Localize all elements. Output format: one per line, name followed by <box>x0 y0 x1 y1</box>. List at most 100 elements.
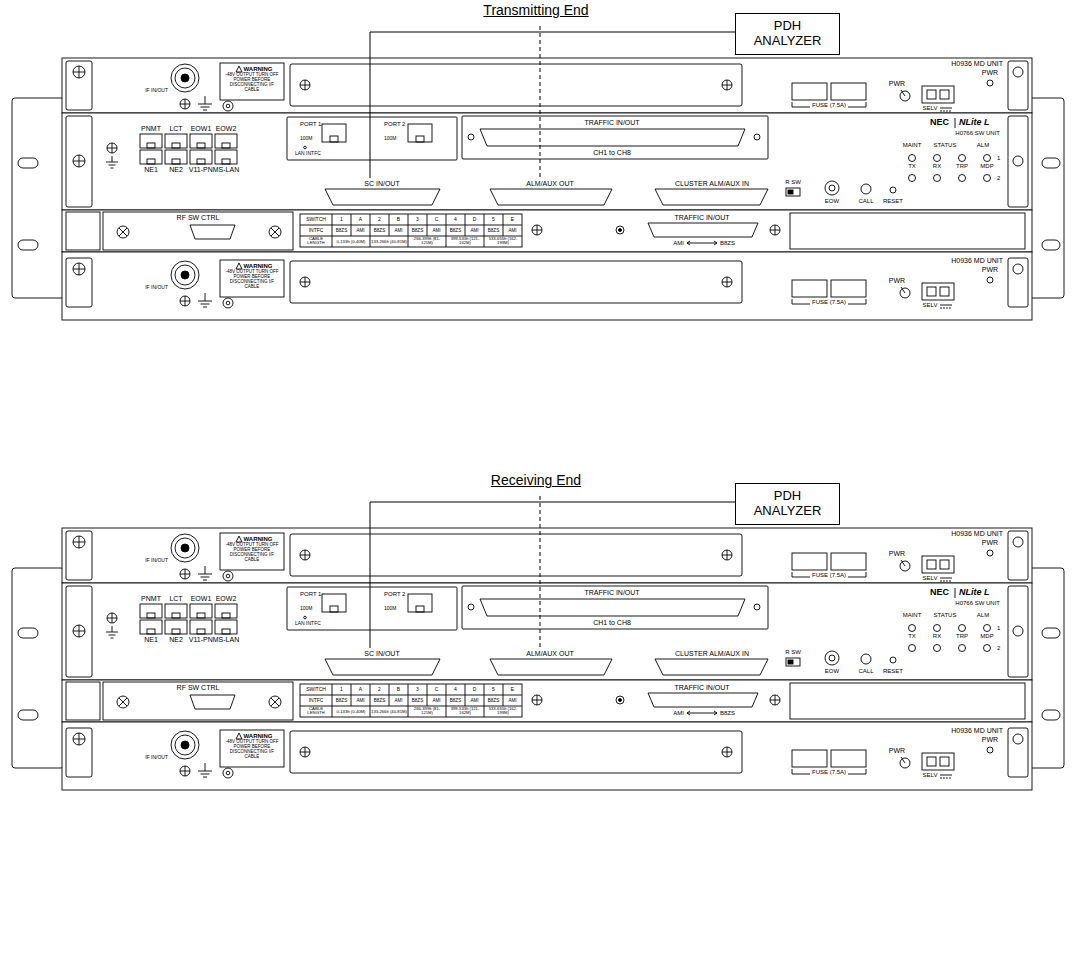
panel-label: 133-266ft (40-81M) <box>371 709 407 714</box>
panel-label: 399-533ft (121-162M) <box>447 707 483 716</box>
panel-label: V11-PNMS-LAN <box>189 166 239 174</box>
panel-label: TRP <box>956 163 968 170</box>
section-heading: Transmitting End <box>483 3 588 18</box>
panel-label: NEC <box>930 588 949 598</box>
panel-label: B8ZS <box>336 698 348 703</box>
panel-label: RX <box>933 633 941 640</box>
panel-label: -48V OUTPUT TURN OFF POWER BEFORE DISCON… <box>223 740 281 760</box>
panel-label: CH1 to CH8 <box>593 619 631 627</box>
panel-label: NLite L <box>959 118 990 128</box>
panel-label: SC IN/OUT <box>364 180 399 188</box>
panel-label: B <box>397 687 400 693</box>
panel-label: B8ZS <box>374 228 386 233</box>
panel-label: H0936 MD UNIT <box>951 727 1003 735</box>
panel-label: RESET <box>883 668 903 675</box>
panel-label: B <box>397 217 400 223</box>
panel-label: PWR <box>889 277 905 285</box>
panel-label: IF IN/OUT <box>145 755 168 761</box>
panel-label: V11-PNMS-LAN <box>189 636 239 644</box>
panel-label: B8ZS <box>412 698 424 703</box>
panel-label: AMI <box>356 698 364 703</box>
analyzer-box: PDH ANALYZER <box>735 483 840 525</box>
panel-label: D <box>473 687 477 693</box>
panel-label: AMI <box>356 228 364 233</box>
panel-label: -48V OUTPUT TURN OFF POWER BEFORE DISCON… <box>223 543 281 563</box>
panel-label: -48V OUTPUT TURN OFF POWER BEFORE DISCON… <box>223 270 281 290</box>
panel-label: 3 <box>416 217 419 223</box>
panel-label: MDP <box>980 163 993 170</box>
panel-label: H0766 SW UNIT <box>955 130 1000 137</box>
receiving-rack <box>12 528 1064 790</box>
panel-label: PWR <box>889 747 905 755</box>
panel-label: STATUS <box>934 612 957 619</box>
panel-label: WARNING <box>244 536 273 543</box>
panel-label: WARNING <box>244 733 273 740</box>
panel-label: 533-655ft (162-199M) <box>485 237 521 246</box>
panel-label: 3 <box>416 687 419 693</box>
panel-label: B8ZS <box>720 240 735 247</box>
panel-label: EOW2 <box>216 125 237 133</box>
panel-label: EOW <box>825 668 839 675</box>
panel-label: 399-533ft (121-162M) <box>447 237 483 246</box>
panel-label: NE2 <box>169 636 183 644</box>
panel-label: AMI <box>470 228 478 233</box>
panel-label: FUSE (7.5A) <box>812 572 846 579</box>
panel-label: SELV <box>923 105 938 112</box>
panel-label: TRP <box>956 633 968 640</box>
panel-label: B8ZS <box>412 228 424 233</box>
panel-label: 100M <box>384 136 397 142</box>
panel-label: IF IN/OUT <box>145 88 168 94</box>
panel-label: RF SW CTRL <box>177 684 220 692</box>
panel-label: 2 <box>997 175 1000 182</box>
panel-label: CALL <box>858 668 873 675</box>
panel-label: WARNING <box>244 263 273 270</box>
panel-label: PORT 1 <box>300 121 321 128</box>
panel-label: CLUSTER ALM/AUX IN <box>675 650 749 658</box>
panel-label: H0936 MD UNIT <box>951 60 1003 68</box>
panel-label: 2 <box>378 687 381 693</box>
panel-label: 0-133ft (0-40M) <box>333 239 369 244</box>
panel-label: IF IN/OUT <box>145 558 168 564</box>
panel-label: H0936 MD UNIT <box>951 530 1003 538</box>
panel-label: PORT 1 <box>300 591 321 598</box>
panel-label: 4 <box>454 217 457 223</box>
panel-label: 1 <box>997 625 1000 632</box>
panel-label: NEC <box>930 118 949 128</box>
panel-label: 0-133ft (0-40M) <box>333 709 369 714</box>
leader-line <box>370 32 735 178</box>
panel-label: CALL <box>858 198 873 205</box>
panel-label: AMI <box>673 240 684 247</box>
panel-label: 5 <box>492 217 495 223</box>
panel-label: CABLE LENGTH <box>301 237 331 246</box>
panel-label: E <box>511 687 514 693</box>
panel-label: SWITCH <box>306 217 326 223</box>
analyzer-box: PDH ANALYZER <box>735 13 840 55</box>
panel-label: CABLE LENGTH <box>301 707 331 716</box>
panel-label: 2 <box>378 217 381 223</box>
panel-label: LAN INTFC <box>295 621 321 627</box>
panel-label: RX <box>933 163 941 170</box>
panel-label: B8ZS <box>450 228 462 233</box>
panel-label: SELV <box>923 575 938 582</box>
panel-label: EOW1 <box>191 595 212 603</box>
panel-label: AMI <box>432 228 440 233</box>
panel-label: TX <box>908 633 916 640</box>
panel-label: 100M <box>300 136 313 142</box>
panel-label: ALM <box>977 612 989 619</box>
panel-label: 100M <box>300 606 313 612</box>
panel-label: FUSE (7.5A) <box>812 299 846 306</box>
panel-label: SC IN/OUT <box>364 650 399 658</box>
panel-label: NE2 <box>169 166 183 174</box>
panel-label: AMI <box>508 698 516 703</box>
test-leads <box>370 26 735 648</box>
panel-label: PWR <box>982 69 998 77</box>
panel-label: 533-655ft (162-199M) <box>485 707 521 716</box>
panel-label: A <box>359 217 362 223</box>
panel-label: CLUSTER ALM/AUX IN <box>675 180 749 188</box>
transmitting-rack <box>12 58 1064 320</box>
panel-label: NE1 <box>144 166 158 174</box>
panel-label: E <box>511 217 514 223</box>
analyzer-name: PDH ANALYZER <box>741 19 834 49</box>
panel-label: 5 <box>492 687 495 693</box>
panel-label: AMI <box>673 710 684 717</box>
